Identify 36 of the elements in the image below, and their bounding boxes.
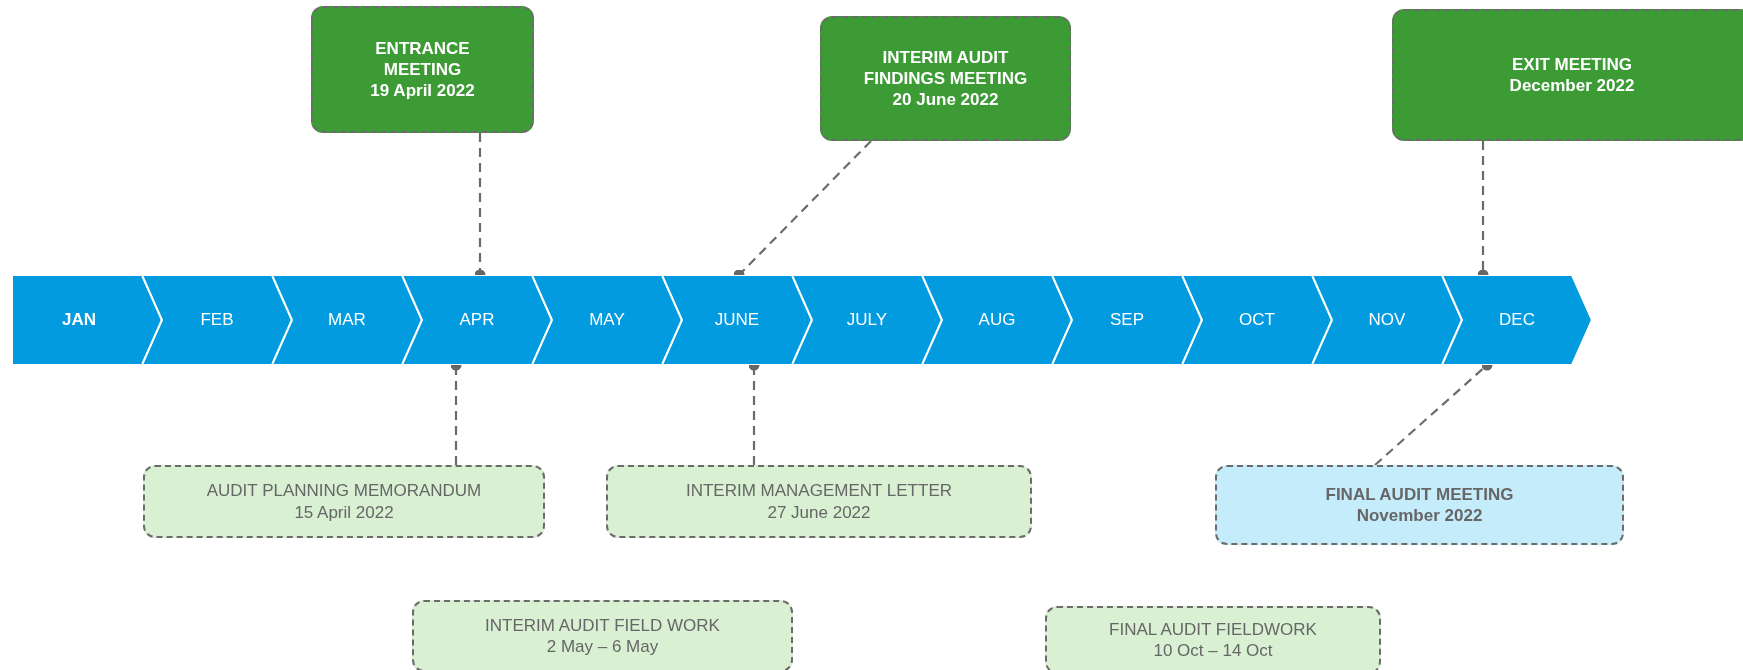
callout-title: FINAL AUDIT MEETING — [1325, 483, 1514, 505]
callout-date: 10 Oct – 14 Oct — [1153, 640, 1273, 662]
month-band: MAY — [532, 275, 682, 365]
callout-date: 2 May – 6 May — [546, 636, 659, 658]
month-band: NOV — [1312, 275, 1462, 365]
callout-date: 27 June 2022 — [767, 501, 871, 523]
month-band: FEB — [142, 275, 292, 365]
callout-title: AUDIT PLANNING MEMORANDUM — [206, 480, 482, 502]
month-band: MAR — [272, 275, 422, 365]
month-band: OCT — [1182, 275, 1332, 365]
callout-date: 20 June 2022 — [892, 89, 999, 111]
month-band: JUNE — [662, 275, 812, 365]
milestone-callout-box — [606, 465, 1032, 538]
callout-title: FINAL AUDIT FIELDWORK — [1109, 618, 1317, 640]
callout-title: INTERIM AUDIT FIELD WORK — [485, 614, 720, 636]
milestone-callout-box — [143, 465, 545, 538]
callout-title: INTERIM MANAGEMENT LETTER — [685, 480, 952, 502]
callout-title: INTERIM AUDIT FINDINGS MEETING — [862, 46, 1029, 90]
month-band: SEP — [1052, 275, 1202, 365]
month-band: APR — [402, 275, 552, 365]
callout-date: December 2022 — [1509, 75, 1635, 97]
month-band: JULY — [792, 275, 942, 365]
callout-title: ENTRANCE MEETING — [374, 37, 471, 81]
milestone-callout-box — [412, 600, 793, 670]
month-band: DEC — [1442, 275, 1592, 365]
milestone-callout-box — [1215, 465, 1624, 545]
month-band: AUG — [922, 275, 1072, 365]
meeting-callout-box — [820, 16, 1071, 141]
callout-date: November 2022 — [1356, 505, 1483, 527]
meeting-callout-box — [1392, 9, 1743, 141]
callout-title: EXIT MEETING — [1512, 53, 1632, 75]
callout-date: 15 April 2022 — [294, 501, 394, 523]
callout-date: 19 April 2022 — [370, 80, 475, 102]
month-band: JAN — [12, 275, 162, 365]
meeting-callout-box — [311, 6, 534, 133]
milestone-callout-box — [1045, 606, 1381, 670]
